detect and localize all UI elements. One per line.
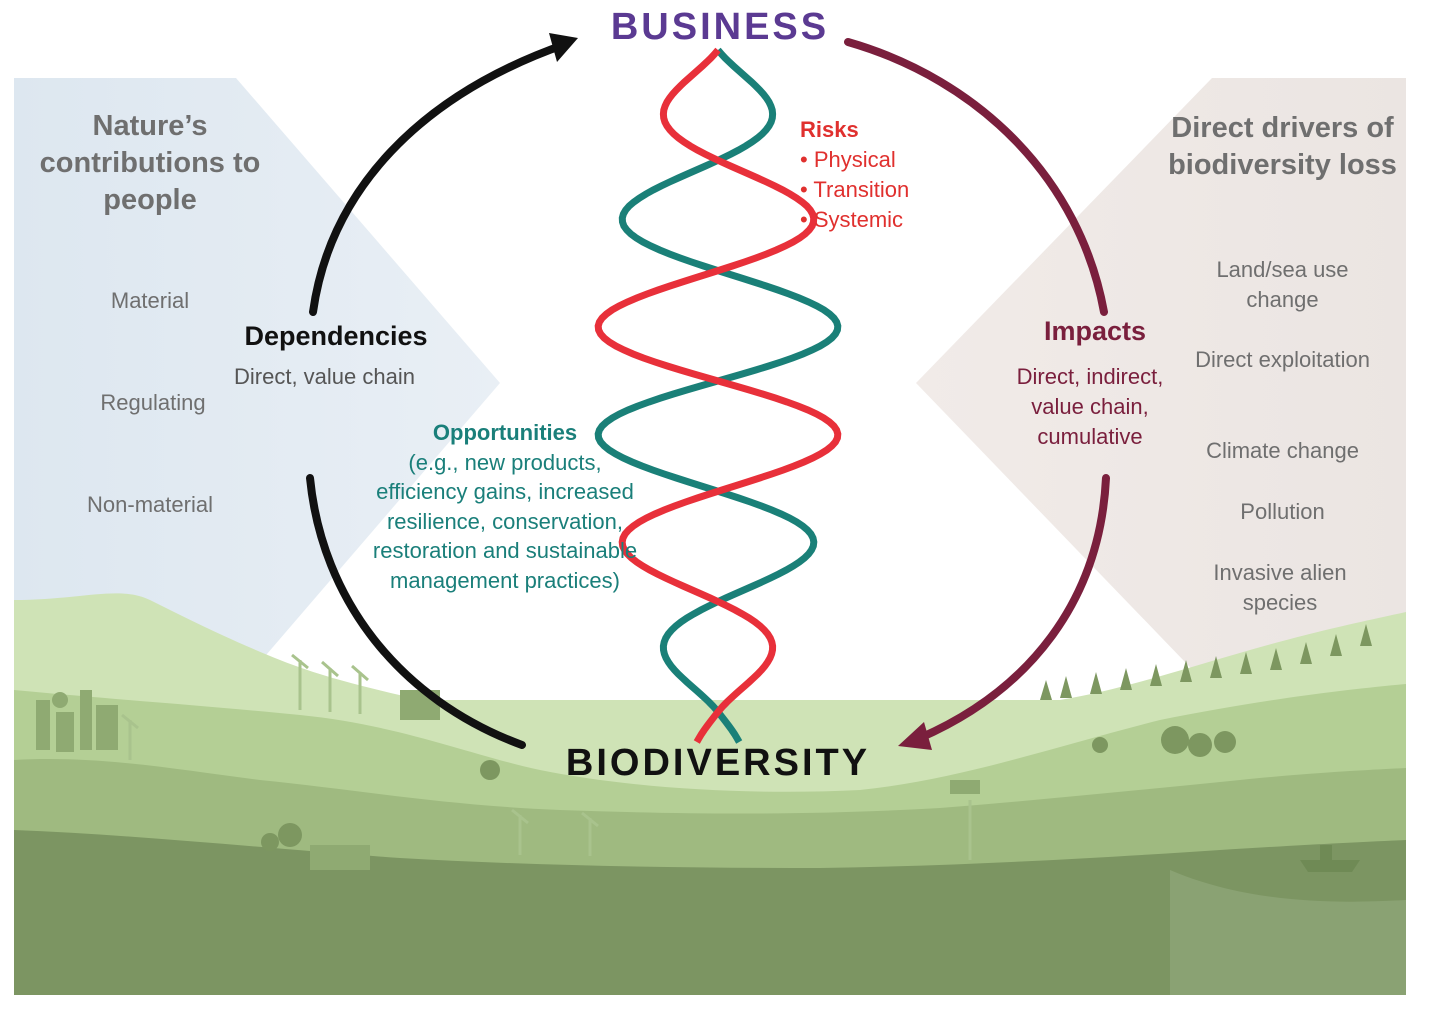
dependency-arrow-lower [306,474,526,749]
left-panel-title: Nature’s contributions to people [39,110,261,216]
right-item-climate-change: Climate change [1206,438,1359,463]
opportunities-text: (e.g., new products, efficiency gains, i… [372,449,638,593]
right-panel-band [916,78,1406,690]
impacts-title: Impacts [1043,316,1147,346]
risk-strand [594,47,842,744]
risk-physical: • Physical [800,147,896,172]
dependency-arrow-upper [309,40,570,316]
dependencies-subtitle: Direct, value chain [234,364,415,389]
risks-block: Risks • Physical • Transition • Systemic [800,115,909,235]
impact-arrowhead [898,722,932,750]
dependencies-title: Dependencies [244,321,428,351]
right-item-invasive-species: Invasive alien species [1213,560,1347,615]
left-item-regulating: Regulating [100,390,206,415]
impacts-subtitle: Direct, indirect, value chain, cumulativ… [1016,364,1164,449]
left-item-material: Material [110,288,190,313]
landscape [14,593,1406,995]
biodiversity-label: BIODIVERSITY [565,742,871,784]
risks-title: Risks [800,117,859,142]
helix [594,47,842,744]
impact-arrow-upper [844,38,1108,316]
right-item-pollution: Pollution [1240,499,1325,524]
opportunity-strand [594,47,842,744]
business-label: BUSINESS [610,6,830,48]
impact-arrow-lower [916,474,1110,742]
right-item-direct-exploitation: Direct exploitation [1195,347,1370,372]
opportunities-block: Opportunities (e.g., new products, effic… [360,418,650,595]
risk-transition: • Transition [800,177,910,202]
left-item-non-material: Non-material [87,492,213,517]
risk-systemic: • Systemic [800,207,904,232]
opportunities-title: Opportunities [432,420,578,445]
dependency-arrowhead [549,33,578,62]
right-panel-title: Direct drivers of biodiversity loss [1168,112,1397,181]
right-item-land-sea-use: Land/sea use change [1216,257,1349,312]
left-panel-band [14,78,500,690]
